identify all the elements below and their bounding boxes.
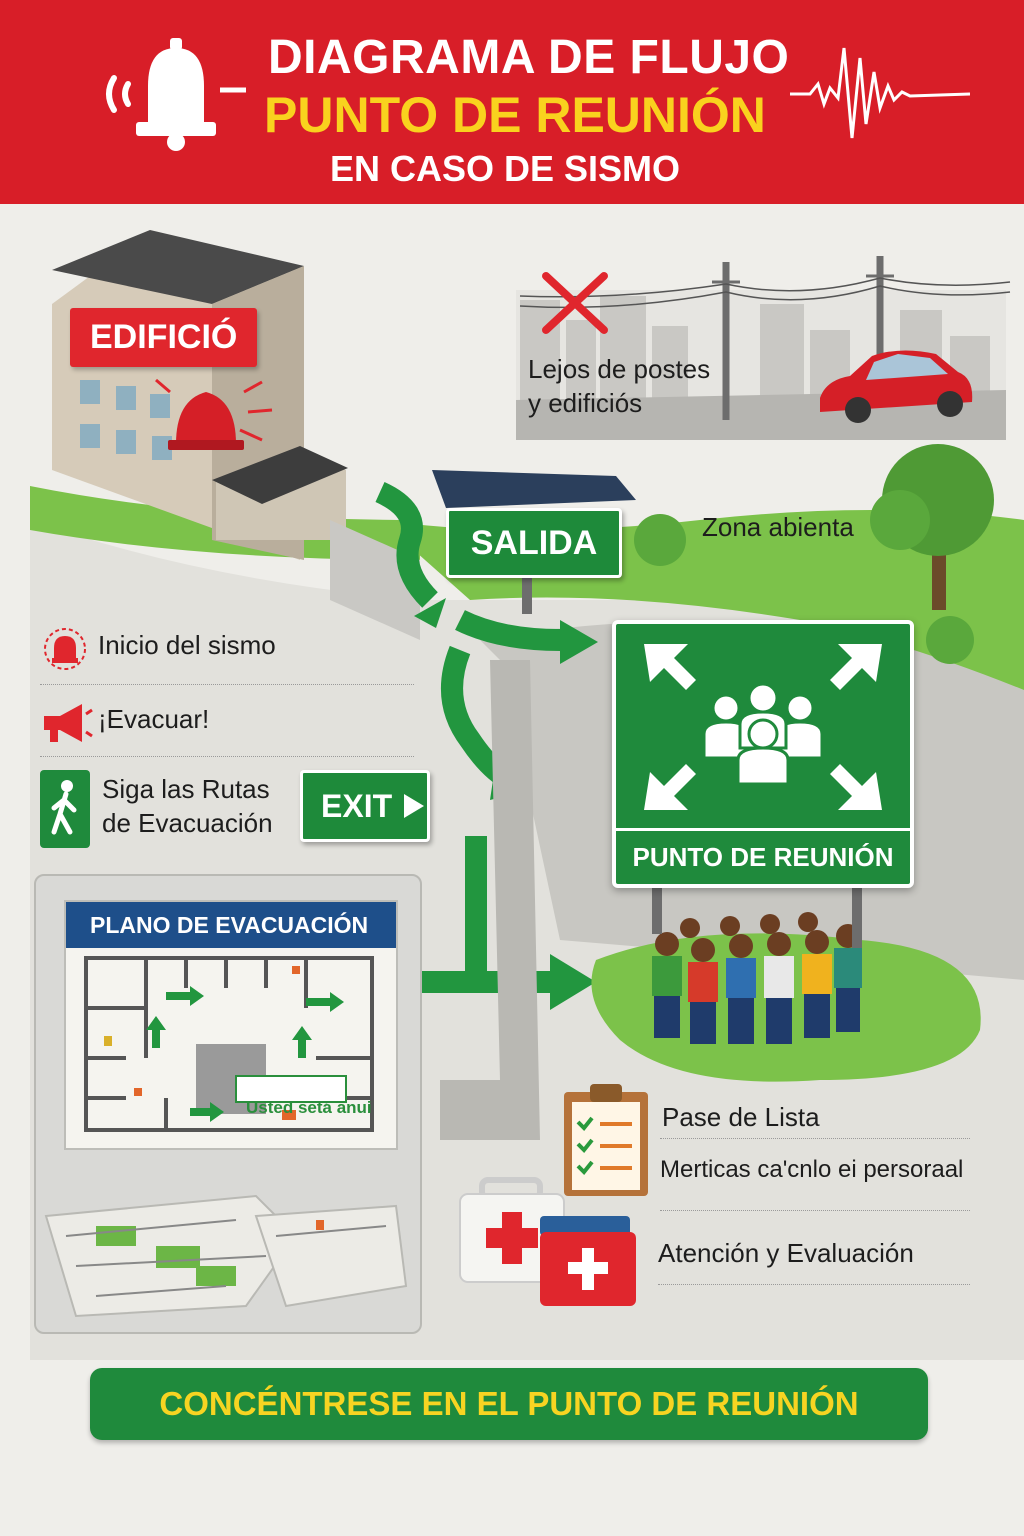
- exit-sign: SALIDA: [446, 508, 622, 578]
- divider: [40, 756, 414, 757]
- alarm-bell-icon: [44, 628, 86, 670]
- step-label-start: Inicio del sismo: [98, 630, 276, 660]
- hazard-note-line-2: y edificiós: [528, 388, 643, 418]
- floor-plan-sheets: [44, 1194, 408, 1318]
- divider: [660, 1138, 970, 1139]
- divider: [40, 684, 414, 685]
- title-line-3: EN CASO DE SISMO: [330, 148, 681, 189]
- seismograph-icon: [790, 47, 970, 139]
- evacuation-scene: EDIFICIÓ Lejos de postes y edificiós SAL…: [0, 204, 1024, 1536]
- assembly-point-caption: PUNTO DE REUNIÓN: [616, 828, 910, 884]
- floor-plan-map: [84, 956, 374, 1132]
- evacuation-plan-panel: PLANO DE EVACUACIÓN: [34, 874, 422, 1334]
- header-banner: DIAGRAMA DE FLUJO PUNTO DE REUNIÓN EN CA…: [0, 0, 1024, 204]
- first-aid-label: Atención y Evaluación: [658, 1238, 914, 1268]
- open-zone-label: Zona abienta: [702, 512, 854, 542]
- exit-badge-label: EXIT: [321, 787, 393, 824]
- step-label-evacuate: ¡Evacuar!: [98, 704, 210, 734]
- play-arrow-icon: [404, 794, 425, 818]
- title-line-1: DIAGRAMA DE FLUJO: [268, 31, 790, 84]
- title-line-2: PUNTO DE REUNIÓN: [264, 87, 766, 143]
- evacuation-plan-title: PLANO DE EVACUACIÓN: [66, 902, 396, 948]
- first-aid-kit-icon: [459, 1177, 636, 1306]
- step-label-routes-1: Siga las Rutas: [102, 774, 270, 804]
- checklist-subtitle: Merticas ca'cnlo ei persoraal: [660, 1156, 964, 1183]
- assembly-arrows-people-icon: [644, 644, 882, 810]
- evacuation-plan-paper: PLANO DE EVACUACIÓN: [64, 900, 398, 1150]
- divider: [660, 1210, 970, 1211]
- step-label-routes-2: de Evacuación: [102, 808, 273, 838]
- checklist-title: Pase de Lista: [662, 1102, 820, 1132]
- footer-banner: CONCÉNTRESE EN EL PUNTO DE REUNIÓN: [90, 1368, 928, 1440]
- exit-badge: EXIT: [300, 770, 430, 842]
- megaphone-icon: [44, 704, 93, 742]
- building-tag: EDIFICIÓ: [70, 308, 258, 367]
- alarm-bell-icon: [106, 38, 246, 151]
- you-are-here-label: Usted setá anui: [246, 1098, 372, 1117]
- hazard-note-line-1: Lejos de postes: [528, 354, 711, 384]
- divider: [658, 1284, 970, 1285]
- assembly-point-sign: PUNTO DE REUNIÓN: [612, 620, 914, 888]
- clipboard-checklist-icon: [564, 1084, 648, 1196]
- walking-person-icon: [40, 770, 90, 848]
